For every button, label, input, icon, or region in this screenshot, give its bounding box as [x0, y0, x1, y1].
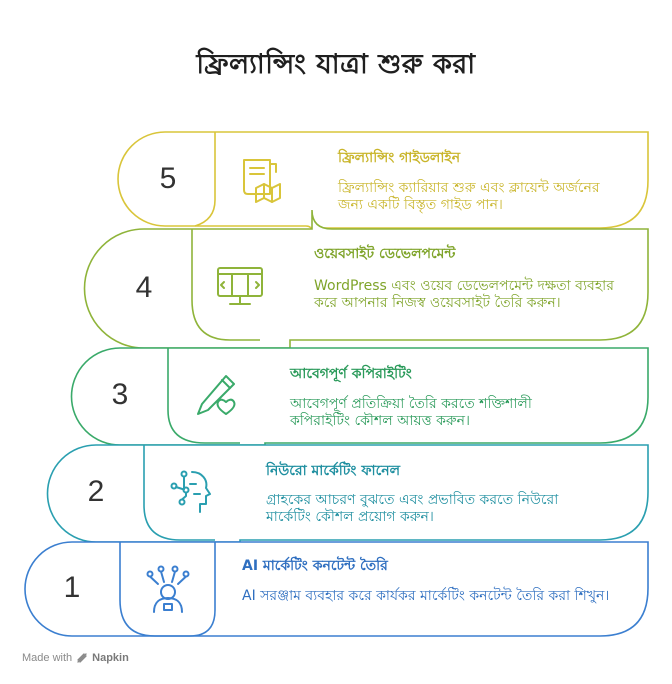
step-5-number: 5 [159, 162, 177, 195]
document-guide-icon [243, 159, 281, 203]
napkin-logo-icon [77, 653, 87, 663]
footer-made-with: Made with [22, 652, 73, 664]
step-5-description: ফ্রিল্যান্সিং ক্যারিয়ার শুরু এবং ক্লায়… [338, 180, 600, 213]
step-2-shape [46, 444, 649, 543]
step-3-number: 3 [111, 378, 129, 411]
step-2-heading: নিউরো মার্কেটিং ফানেল [266, 463, 401, 479]
step-3-shape [70, 347, 649, 446]
step-3-heading: আবেগপূর্ণ কপিরাইটিং [290, 366, 412, 382]
step-1-heading: AI মার্কেটিং কনটেন্ট তৈরি [242, 558, 388, 574]
head-network-icon [170, 470, 211, 513]
step-5-heading: ফ্রিল্যান্সিং গাইডলাইন [338, 150, 461, 166]
step-1-description: AI সরঞ্জাম ব্যবহার করে কার্যকর মার্কেটিং… [242, 588, 610, 604]
step-4-description: WordPress এবং ওয়েব ডেভেলপমেন্ট দক্ষতা ব… [314, 278, 614, 311]
ai-person-icon [146, 565, 190, 613]
step-3-divider [167, 348, 240, 444]
pen-heart-icon [197, 375, 236, 415]
step-3-description: আবেগপূর্ণ প্রতিক্রিয়া তৈরি করতে শক্তিশা… [290, 396, 532, 429]
step-1-number: 1 [63, 571, 81, 604]
step-5-shape [117, 131, 649, 233]
monitor-code-icon [217, 267, 263, 305]
step-1-shape [24, 541, 649, 637]
step-5-divider [194, 132, 216, 227]
step-1-divider [119, 542, 216, 637]
step-2-description: গ্রাহকের আচরণ বুঝতে এবং প্রভাবিত করতে নি… [266, 492, 559, 525]
step-4-divider [191, 229, 260, 341]
step-4-number: 4 [135, 271, 153, 304]
footer-brand: Napkin [92, 652, 129, 664]
step-2-number: 2 [87, 475, 105, 508]
step-2-divider [143, 445, 215, 541]
footer: Made with Napkin [22, 652, 129, 664]
step-4-heading: ওয়েবসাইট ডেভেলপমেন্ট [314, 246, 456, 262]
page-title: ফ্রিল্যান্সিং যাত্রা শুরু করা [196, 49, 476, 80]
